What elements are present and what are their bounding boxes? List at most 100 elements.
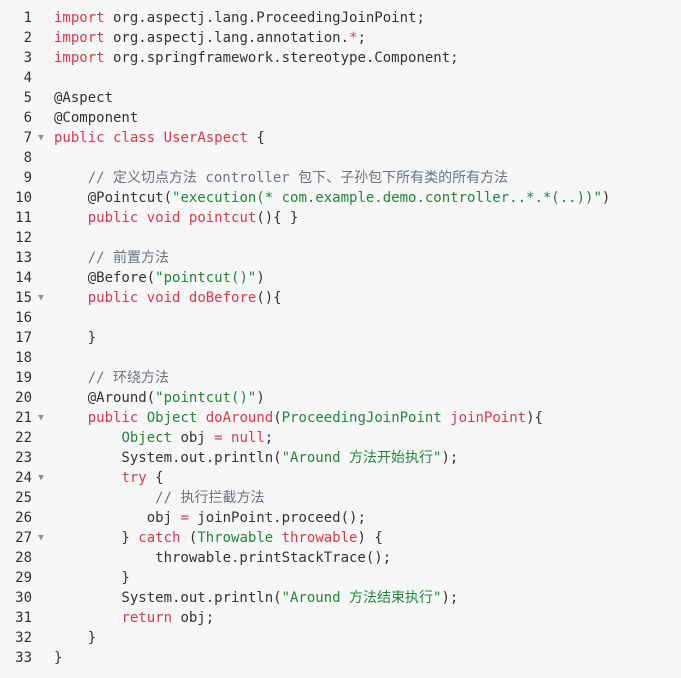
code-text[interactable]: try { bbox=[50, 468, 681, 488]
code-text[interactable] bbox=[50, 348, 681, 368]
code-line[interactable]: 7▼public class UserAspect { bbox=[0, 128, 681, 148]
code-text[interactable]: public void doBefore(){ bbox=[50, 288, 681, 308]
code-text[interactable]: System.out.println("Around 方法开始执行"); bbox=[50, 448, 681, 468]
code-line[interactable]: 13 // 前置方法 bbox=[0, 248, 681, 268]
code-line[interactable]: 8 bbox=[0, 148, 681, 168]
code-token-string: "pointcut()" bbox=[155, 270, 257, 286]
code-line[interactable]: 29 } bbox=[0, 568, 681, 588]
code-line[interactable]: 15▼ public void doBefore(){ bbox=[0, 288, 681, 308]
code-line[interactable]: 11 public void pointcut(){ } bbox=[0, 208, 681, 228]
fold-arrow-icon[interactable]: ▼ bbox=[38, 533, 44, 543]
code-text[interactable]: } bbox=[50, 328, 681, 348]
code-text[interactable]: obj = joinPoint.proceed(); bbox=[50, 508, 681, 528]
line-number: 11 bbox=[15, 210, 32, 226]
code-line[interactable]: 14 @Before("pointcut()") bbox=[0, 268, 681, 288]
line-number: 32 bbox=[15, 630, 32, 646]
code-token-default bbox=[54, 470, 121, 486]
code-line[interactable]: 16 bbox=[0, 308, 681, 328]
code-token-default bbox=[54, 170, 88, 186]
fold-spacer bbox=[32, 208, 50, 228]
fold-arrow-icon[interactable]: ▼ bbox=[38, 413, 44, 423]
code-text[interactable]: import org.aspectj.lang.annotation.*; bbox=[50, 28, 681, 48]
code-line[interactable]: 24▼ try { bbox=[0, 468, 681, 488]
code-line[interactable]: 33} bbox=[0, 648, 681, 668]
code-text[interactable]: // 定义切点方法 controller 包下、子孙包下所有类的所有方法 bbox=[50, 168, 681, 188]
line-number: 5 bbox=[23, 90, 32, 106]
code-text[interactable]: } bbox=[50, 648, 681, 668]
code-text[interactable]: } bbox=[50, 628, 681, 648]
line-number: 18 bbox=[15, 350, 32, 366]
fold-arrow-icon[interactable]: ▼ bbox=[38, 473, 44, 483]
code-token-string: Object bbox=[121, 430, 173, 446]
code-text[interactable]: public class UserAspect { bbox=[50, 128, 681, 148]
code-line[interactable]: 9 // 定义切点方法 controller 包下、子孙包下所有类的所有方法 bbox=[0, 168, 681, 188]
code-token-default: ( bbox=[180, 530, 198, 546]
code-text[interactable]: } catch (Throwable throwable) { bbox=[50, 528, 681, 548]
code-line[interactable]: 5 @Aspect bbox=[0, 88, 681, 108]
code-text[interactable]: Object obj = null; bbox=[50, 428, 681, 448]
fold-spacer bbox=[32, 488, 50, 508]
code-token-default bbox=[155, 130, 163, 146]
code-line[interactable]: 17 } bbox=[0, 328, 681, 348]
code-text[interactable]: public void pointcut(){ } bbox=[50, 208, 681, 228]
code-line[interactable]: 10 @Pointcut("execution(* com.example.de… bbox=[0, 188, 681, 208]
code-token-keyword: try bbox=[121, 470, 147, 486]
code-line[interactable]: 32 } bbox=[0, 628, 681, 648]
code-line[interactable]: 23 System.out.println("Around 方法开始执行"); bbox=[0, 448, 681, 468]
code-text[interactable]: throwable.printStackTrace(); bbox=[50, 548, 681, 568]
code-text[interactable]: public Object doAround(ProceedingJoinPoi… bbox=[50, 408, 681, 428]
code-text[interactable]: @Aspect bbox=[50, 88, 681, 108]
code-token-comment: // 前置方法 bbox=[87, 250, 170, 266]
line-number: 14 bbox=[15, 270, 32, 286]
fold-spacer bbox=[32, 308, 50, 328]
code-text[interactable]: // 执行拦截方法 bbox=[50, 488, 681, 508]
code-text[interactable]: @Component bbox=[50, 108, 681, 128]
code-token-keyword: void bbox=[146, 210, 181, 226]
code-line[interactable]: 31 return obj; bbox=[0, 608, 681, 628]
code-text[interactable]: } bbox=[50, 568, 681, 588]
code-line[interactable]: 19 // 环绕方法 bbox=[0, 368, 681, 388]
fold-arrow-icon[interactable]: ▼ bbox=[38, 293, 44, 303]
code-text[interactable]: @Around("pointcut()") bbox=[50, 388, 681, 408]
fold-arrow-icon[interactable]: ▼ bbox=[38, 133, 44, 143]
code-line[interactable]: 20 @Around("pointcut()") bbox=[0, 388, 681, 408]
code-line[interactable]: 21▼ public Object doAround(ProceedingJoi… bbox=[0, 408, 681, 428]
code-text[interactable]: import org.aspectj.lang.ProceedingJoinPo… bbox=[50, 8, 681, 28]
code-line[interactable]: 18 bbox=[0, 348, 681, 368]
fold-spacer bbox=[32, 628, 50, 648]
code-token-default: @Pointcut( bbox=[54, 190, 173, 206]
code-text[interactable] bbox=[50, 308, 681, 328]
code-line[interactable]: 4 bbox=[0, 68, 681, 88]
code-token-default bbox=[54, 250, 88, 266]
code-text[interactable]: System.out.println("Around 方法结束执行"); bbox=[50, 588, 681, 608]
code-line[interactable]: 30 System.out.println("Around 方法结束执行"); bbox=[0, 588, 681, 608]
code-text[interactable] bbox=[50, 228, 681, 248]
code-token-comment: // 环绕方法 bbox=[87, 370, 170, 386]
code-text[interactable]: @Pointcut("execution(* com.example.demo.… bbox=[50, 188, 681, 208]
code-line[interactable]: 27▼ } catch (Throwable throwable) { bbox=[0, 528, 681, 548]
code-line[interactable]: 6@Component bbox=[0, 108, 681, 128]
code-line[interactable]: 25 // 执行拦截方法 bbox=[0, 488, 681, 508]
code-text[interactable] bbox=[50, 68, 681, 88]
code-line[interactable]: 12 bbox=[0, 228, 681, 248]
line-number: 17 bbox=[15, 330, 32, 346]
line-number: 12 bbox=[15, 230, 32, 246]
code-text[interactable]: import org.springframework.stereotype.Co… bbox=[50, 48, 681, 68]
code-line[interactable]: 22 Object obj = null; bbox=[0, 428, 681, 448]
code-text[interactable]: // 环绕方法 bbox=[50, 368, 681, 388]
code-token-default bbox=[442, 410, 450, 426]
code-line[interactable]: 26 obj = joinPoint.proceed(); bbox=[0, 508, 681, 528]
code-text[interactable] bbox=[50, 148, 681, 168]
fold-spacer bbox=[32, 48, 50, 68]
line-number: 9 bbox=[23, 170, 32, 186]
code-token-default: ){ bbox=[526, 410, 543, 426]
code-text[interactable]: // 前置方法 bbox=[50, 248, 681, 268]
code-text[interactable]: @Before("pointcut()") bbox=[50, 268, 681, 288]
code-text[interactable]: return obj; bbox=[50, 608, 681, 628]
code-line[interactable]: 28 throwable.printStackTrace(); bbox=[0, 548, 681, 568]
code-token-default bbox=[105, 130, 113, 146]
